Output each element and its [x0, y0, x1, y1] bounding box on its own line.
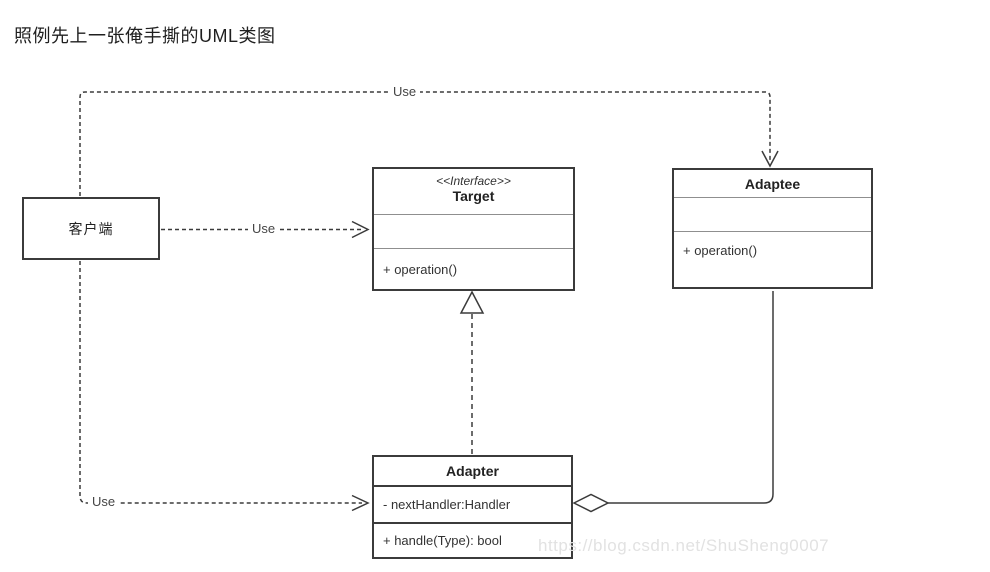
- dependency-client-adapter-line: [79, 261, 362, 504]
- class-box-adaptee: Adaptee + operation(): [672, 168, 873, 289]
- open-arrowhead-target-icon: [351, 220, 370, 239]
- class-header-adaptee: Adaptee: [674, 170, 871, 197]
- watermark-text: https://blog.csdn.net/ShuSheng0007: [538, 536, 830, 555]
- dependency-label-use-middle: Use: [248, 221, 280, 236]
- attributes-compartment-target: [374, 214, 573, 248]
- class-name-target: Target: [452, 188, 495, 204]
- stereotype-label: <<Interface>>: [436, 174, 511, 188]
- class-header-adapter: Adapter: [374, 457, 571, 485]
- dependency-label-use-bottom: Use: [88, 494, 120, 509]
- class-header-target: <<Interface>> Target: [374, 169, 573, 214]
- page-title: 照例先上一张俺手撕的UML类图: [14, 26, 276, 46]
- operation-label: + handle(Type): bool: [383, 533, 502, 548]
- aggregation-adapter-adaptee-line: [608, 291, 774, 504]
- operation-label: + operation(): [383, 261, 458, 277]
- dependency-label-use-top: Use: [389, 84, 421, 99]
- open-arrowhead-adapter-icon: [351, 494, 370, 512]
- open-arrowhead-adaptee-icon: [761, 150, 779, 168]
- operations-compartment-target: + operation(): [374, 248, 573, 289]
- dependency-client-adaptee-line: [79, 91, 771, 196]
- operations-compartment-adaptee: + operation(): [674, 231, 871, 287]
- class-box-client: 客户端: [22, 197, 160, 260]
- attributes-compartment-adapter: - nextHandler:Handler: [374, 485, 571, 522]
- attribute-label: - nextHandler:Handler: [383, 497, 511, 512]
- hollow-triangle-arrowhead-icon: [459, 290, 485, 314]
- operations-compartment-adapter: + handle(Type): bool: [374, 522, 571, 557]
- class-box-adapter: Adapter - nextHandler:Handler + handle(T…: [372, 455, 573, 559]
- class-box-target: <<Interface>> Target + operation(): [372, 167, 575, 291]
- class-name-client: 客户端: [68, 220, 114, 237]
- class-name-adapter: Adapter: [446, 463, 499, 479]
- hollow-diamond-icon: [572, 493, 610, 513]
- operation-label: + operation(): [683, 243, 758, 258]
- class-name-adaptee: Adaptee: [744, 175, 801, 192]
- attributes-compartment-adaptee: [674, 197, 871, 231]
